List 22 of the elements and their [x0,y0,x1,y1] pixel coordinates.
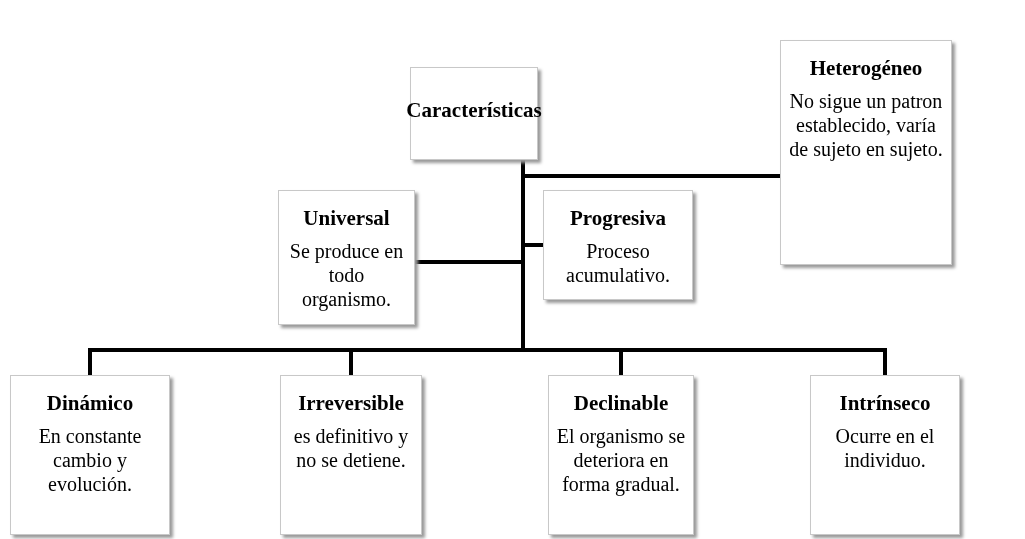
text-box [278,190,415,325]
box-heading: Dinámico [46,390,134,416]
box-description: Se produce en todo organismo. [288,239,405,311]
box-description: En constante cambio y evolución. [37,424,143,496]
text-box [780,40,952,265]
box-heading: Declinable [573,390,669,416]
box-heading: Progresiva [569,205,666,231]
box-description: Proceso acumulativo. [565,239,671,287]
text-box [10,375,170,535]
box-description: El organismo se deteriora en forma gradual. [555,424,687,496]
box-heading: Universal [303,205,390,231]
box-heading: Intrínseco [839,390,931,416]
box-description: No sigue un patron establecido, varía de sujeto en sujeto. [788,89,944,161]
box-heading: Heterogéneo [809,55,923,81]
text-box [810,375,960,535]
box-heading: Irreversible [298,390,404,416]
box-description: es definitivo y no se detiene. [292,424,410,472]
box-description: Ocurre en el individuo. [834,424,936,472]
text-box [548,375,694,535]
text-box [543,190,693,300]
text-box [280,375,422,535]
box-heading: Características [406,96,542,123]
